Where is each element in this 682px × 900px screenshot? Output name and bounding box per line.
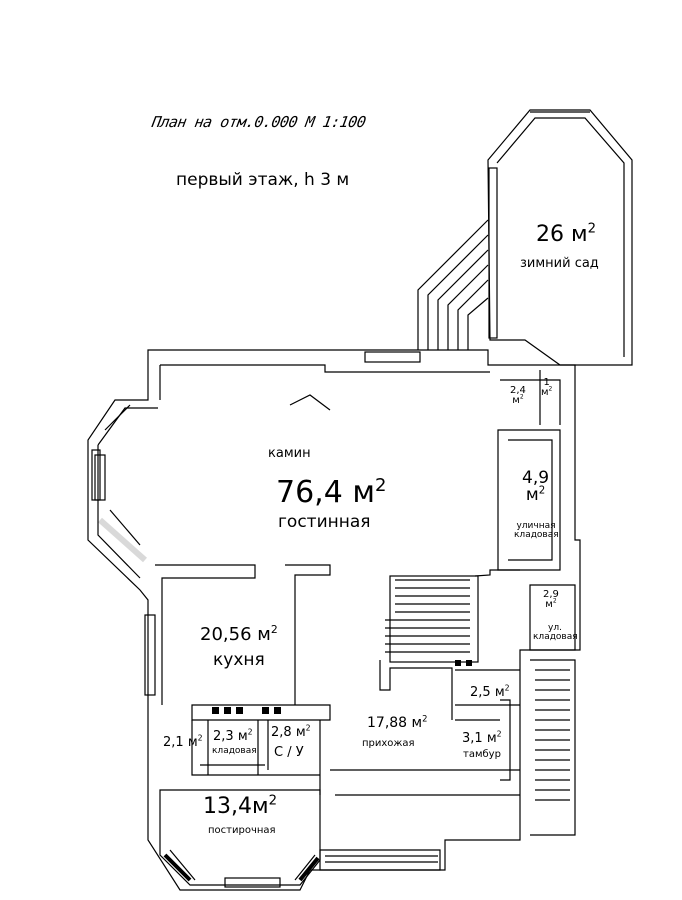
staircase — [389, 575, 479, 663]
room-area-laundry: 13,4м2 — [203, 793, 277, 819]
room-area-bathroom: 2,8 м2 — [271, 723, 311, 740]
room-area-vestibule: 3,1 м2 — [462, 729, 502, 746]
plan-title: План на отм.0.000 М 1:100 — [150, 113, 367, 131]
room-label-kitchen: кухня — [213, 650, 265, 670]
room-label-vestibule: тамбур — [463, 749, 501, 760]
room-area-kitchen: 20,56 м2 — [200, 623, 278, 645]
label-fireplace: камин — [268, 446, 311, 461]
room-label-street-storage-small: ул. кладовая — [533, 623, 578, 642]
room-label-living-room: гостинная — [278, 512, 371, 532]
room-label-pantry: кладовая — [212, 746, 257, 756]
room-label-laundry: постирочная — [208, 825, 276, 836]
room-area-hall-2-5: 2,5 м2 — [470, 683, 510, 700]
room-area-pantry: 2,3 м2 — [213, 727, 253, 744]
plan-subtitle: первый этаж, h 3 м — [176, 170, 350, 190]
room-area-living-room: 76,4 м2 — [276, 475, 387, 510]
room-label-bathroom: С / У — [274, 745, 304, 760]
winter-garden-walls — [487, 109, 633, 366]
room-label-hallway: прихожая — [362, 738, 415, 749]
room-area-hallway: 17,88 м2 — [367, 713, 428, 731]
room-area-2-1: 2,1 м2 — [163, 733, 203, 750]
room-area-winter-garden: 26 м2 — [536, 221, 596, 247]
room-label-winter-garden: зимний сад — [520, 256, 599, 271]
room-label-street-storage: уличная кладовая — [514, 521, 559, 540]
